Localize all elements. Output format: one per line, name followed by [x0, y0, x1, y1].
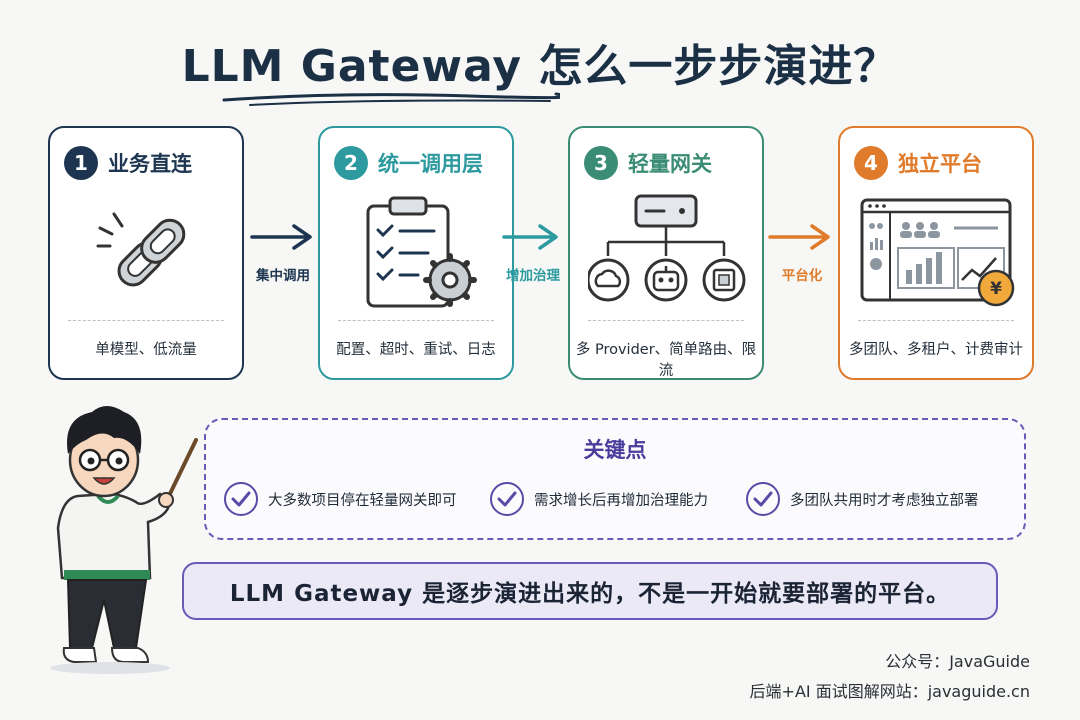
- stage-number: 4: [854, 146, 888, 180]
- stage-title: 统一调用层: [378, 152, 483, 176]
- gateway-tree-icon: [588, 194, 746, 302]
- divider: [858, 320, 1014, 321]
- key-point-item: 需求增长后再增加治理能力: [490, 482, 708, 516]
- stage-card-2: 2 统一调用层 配置、超时、重试、日志: [318, 126, 514, 380]
- arrow-right-icon: [250, 224, 312, 250]
- transition-label: 增加治理: [506, 268, 560, 284]
- divider: [588, 320, 744, 321]
- footer-account: 公众号：JavaGuide: [885, 652, 1030, 671]
- check-circle-icon: [746, 482, 780, 516]
- stage-number: 3: [584, 146, 618, 180]
- key-points-title: 关键点: [583, 438, 647, 462]
- arrow-right-icon: [768, 224, 830, 250]
- page-title: LLM Gateway 怎么一步步演进？: [181, 41, 899, 92]
- key-points-box: 关键点 大多数项目停在轻量网关即可 需求增长后再增加治理能力 多团队共用时才考虑…: [204, 418, 1026, 540]
- stage-number: 1: [64, 146, 98, 180]
- key-point-item: 大多数项目停在轻量网关即可: [224, 482, 457, 516]
- title-underline: [222, 92, 560, 106]
- stage-title: 业务直连: [108, 152, 192, 176]
- teacher-character-illustration: [50, 406, 198, 674]
- chain-link-icon: [96, 212, 186, 287]
- check-circle-icon: [490, 482, 524, 516]
- arrow-right-icon: [502, 224, 558, 250]
- transition-label: 集中调用: [256, 268, 310, 284]
- stage-number: 2: [334, 146, 368, 180]
- divider: [338, 320, 494, 321]
- stage-desc: 单模型、低流量: [95, 342, 197, 358]
- stage-title: 轻量网关: [628, 152, 712, 176]
- transition-label: 平台化: [781, 268, 823, 284]
- check-circle-icon: [224, 482, 258, 516]
- stage-card-1: 1 业务直连 单模型、低流量: [48, 126, 244, 380]
- svg-text:¥: ¥: [990, 279, 1002, 299]
- key-point-text: 需求增长后再增加治理能力: [534, 492, 708, 509]
- conclusion-banner: LLM Gateway 是逐步演进出来的，不是一开始就要部署的平台。: [182, 562, 998, 620]
- key-point-text: 多团队共用时才考虑独立部署: [790, 492, 979, 509]
- dashboard-yen-icon: ¥: [860, 198, 1015, 307]
- divider: [68, 320, 224, 321]
- stage-card-3: 3 轻量网关 多 Provider、简单路由、限流: [568, 126, 764, 380]
- footer-website: 后端+AI 面试图解网站：javaguide.cn: [749, 682, 1030, 701]
- key-point-text: 大多数项目停在轻量网关即可: [268, 492, 457, 509]
- stage-title: 独立平台: [898, 152, 982, 176]
- stage-desc: 配置、超时、重试、日志: [336, 342, 496, 358]
- stage-desc: 多 Provider、简单路由、限流: [575, 342, 757, 379]
- stage-desc: 多团队、多租户、计费审计: [849, 342, 1023, 358]
- clipboard-gear-icon: [366, 196, 477, 308]
- key-point-item: 多团队共用时才考虑独立部署: [746, 482, 979, 516]
- stage-card-4: 4 独立平台 ¥ 多团队、多租户、计费审计: [838, 126, 1034, 380]
